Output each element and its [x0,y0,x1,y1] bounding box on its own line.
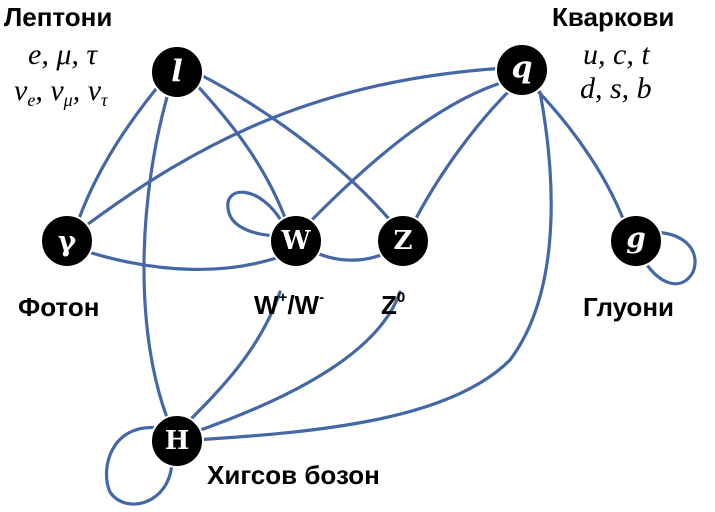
quarks-title: Кваркови [552,2,675,32]
leptons-line2: νe, νμ, ντ [14,74,108,110]
edge-w-self-loop [226,190,284,238]
node-gluon-symbol: g [626,222,646,255]
leptons-line1: e, μ, τ [28,38,98,71]
edge-lepton-w [188,76,292,234]
edge-w-higgs [183,290,282,427]
gluon-label: Глуони [583,292,674,322]
quarks-line1: u, c, t [583,38,650,71]
edge-lepton-higgs [142,78,174,427]
edge-z-higgs [193,290,402,434]
node-lepton: l [150,45,204,99]
z-boson-label: Z0 [381,289,406,320]
node-lepton-symbol: l [171,55,182,90]
node-quark-symbol: q [512,51,533,86]
node-photon: γ [40,214,94,268]
edge-z-quark [408,88,512,232]
interaction-edges [73,66,697,506]
edge-lepton-z [193,70,402,234]
edge-higgs-self-loop [104,425,174,506]
higgs-label: Хигсов бозон [207,460,380,490]
edge-w-quark [298,78,512,234]
edge-photon-quark [78,66,507,232]
node-higgs-symbol: H [165,426,190,456]
node-quark: q [495,43,549,97]
node-w: W [269,214,323,268]
w-boson-label: W+/W- [254,289,325,320]
photon-label: Фотон [18,292,100,322]
node-higgs: H [150,414,204,468]
node-z-symbol: Z [394,226,413,256]
node-gluon: g [609,214,663,268]
node-photon-symbol: γ [58,225,77,258]
edge-lepton-photon [73,76,167,232]
leptons-title: Лептони [4,2,113,32]
edge-gluon-self-loop [643,230,697,286]
edge-quark-gluon [533,86,630,234]
edge-quark-higgs [193,90,553,442]
quarks-line2: d, s, b [580,72,652,105]
edge-photon-w [80,248,287,272]
node-z: Z [376,214,430,268]
node-w-symbol: W [280,226,311,256]
